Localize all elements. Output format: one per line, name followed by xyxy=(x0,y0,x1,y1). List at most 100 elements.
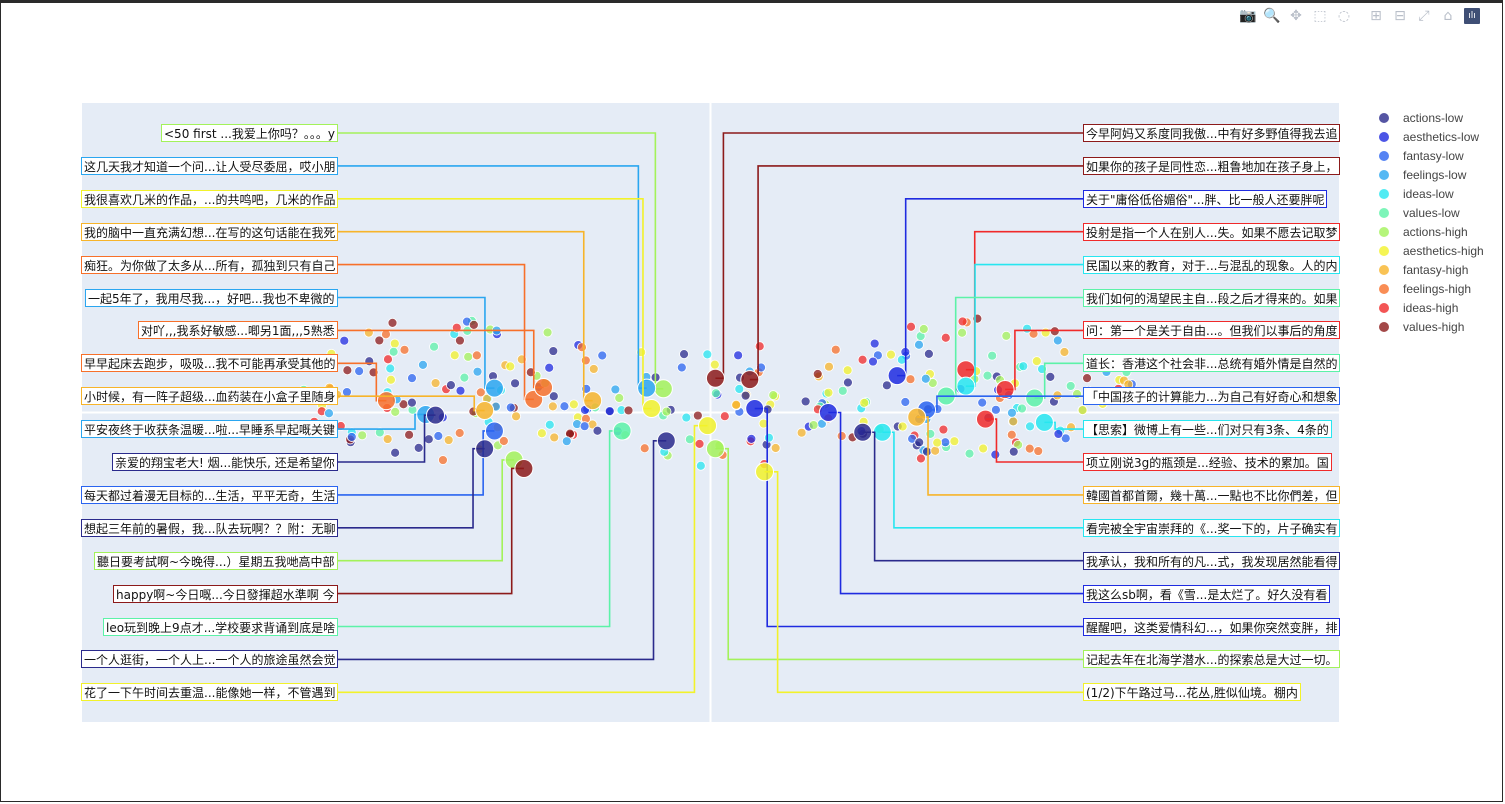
scatter-point xyxy=(423,434,434,445)
scatter-point xyxy=(957,316,968,327)
scatter-point xyxy=(957,327,967,338)
annotation-label-right-10: 项立刚说3g的瓶颈是...经验、技术的累加。国 xyxy=(1083,453,1332,471)
annotation-label-right-11: 韓國首都首爾，幾十萬...一點也不比你們差，但 xyxy=(1083,485,1341,504)
legend-marker-icon xyxy=(1379,302,1389,313)
zoom-icon[interactable]: 🔍 xyxy=(1263,8,1281,24)
scatter-point xyxy=(471,350,482,361)
scatter-point xyxy=(1072,389,1082,399)
scatter-point xyxy=(357,430,368,441)
annotated-point-right-6 xyxy=(995,379,1015,399)
scatter-point xyxy=(597,350,608,361)
scatter-point xyxy=(374,335,385,346)
annotated-point-right-11 xyxy=(907,407,927,427)
scatter-point xyxy=(463,351,474,362)
annotated-point-right-13 xyxy=(853,422,873,442)
scatter-point xyxy=(568,399,579,410)
scatter-point xyxy=(342,365,353,376)
annotation-label-left-0: <50 first ...我爱上你吗？。。。y xyxy=(161,124,338,142)
scatter-point xyxy=(455,335,465,346)
scatter-point xyxy=(694,439,705,449)
annotation-label-left-4: 痴狂。为你做了太多从...所有，孤独到只有自己 xyxy=(81,255,339,274)
scatter-point xyxy=(709,359,720,370)
annotated-point-right-2 xyxy=(887,366,907,386)
scatter-point xyxy=(754,341,765,352)
scatter-point xyxy=(1006,429,1017,440)
legend-item[interactable]: aesthetics-low xyxy=(1372,127,1484,146)
scatter-point xyxy=(681,412,692,423)
legend-marker-icon xyxy=(1379,264,1389,275)
scatter-point xyxy=(374,427,385,438)
zoom-out-icon[interactable]: ⊟ xyxy=(1394,8,1406,24)
legend-label: fantasy-high xyxy=(1403,262,1469,277)
annotation-label-left-14: happy啊~今日嘅...今日發揮超水準啊 今 xyxy=(113,584,338,603)
legend-item[interactable]: aesthetics-high xyxy=(1372,241,1484,260)
legend-item[interactable]: values-high xyxy=(1372,317,1484,336)
lasso-select-icon[interactable]: ◌ xyxy=(1337,8,1351,24)
annotation-label-left-9: 平安夜终于收获条温暖...啦...早睡系早起嘅关键 xyxy=(81,420,338,439)
scatter-point xyxy=(812,369,823,379)
legend-label: feelings-high xyxy=(1403,281,1472,296)
scatter-point xyxy=(824,361,834,372)
scatter-point xyxy=(1031,356,1042,367)
pan-icon[interactable]: ✥ xyxy=(1290,8,1302,24)
legend-item[interactable]: ideas-low xyxy=(1372,184,1484,203)
annotated-point-left-7 xyxy=(376,391,396,411)
scatter-point xyxy=(446,380,456,391)
annotated-point-left-11 xyxy=(484,421,504,441)
plotly-logo-icon[interactable]: ılı xyxy=(1464,8,1480,24)
annotated-point-left-17 xyxy=(698,416,718,436)
legend-item[interactable]: actions-high xyxy=(1372,222,1484,241)
annotated-point-right-17 xyxy=(755,462,775,482)
legend-marker-icon xyxy=(1379,245,1389,256)
scatter-point xyxy=(906,321,916,332)
scatter-point xyxy=(923,348,934,359)
legend-marker-icon xyxy=(1379,131,1389,142)
scatter-point xyxy=(547,401,558,412)
scatter-point xyxy=(505,361,516,372)
legend-item[interactable]: actions-low xyxy=(1372,108,1484,127)
annotation-label-right-8: 「中国孩子的计算能力...为自己有好奇心和想象 xyxy=(1083,387,1341,406)
scatter-point xyxy=(768,390,779,401)
autoscale-icon[interactable]: ⤢ xyxy=(1418,8,1430,24)
scatter-point xyxy=(1007,407,1017,418)
scatter-point xyxy=(614,393,625,403)
scatter-point xyxy=(390,447,401,458)
legend-item[interactable]: feelings-low xyxy=(1372,165,1484,184)
scatter-point xyxy=(1025,421,1035,432)
annotation-label-left-6: 对吖,,,我系好敏感...唧另1面,,,5熟悉 xyxy=(138,321,338,340)
scatter-point xyxy=(459,372,470,383)
scatter-point xyxy=(468,319,479,330)
scatter-point xyxy=(346,432,357,442)
legend-item[interactable]: fantasy-low xyxy=(1372,146,1484,165)
legend-item[interactable]: values-low xyxy=(1372,203,1484,222)
scatter-point xyxy=(511,411,521,422)
annotated-point-left-15 xyxy=(612,421,632,441)
scatter-point xyxy=(918,324,929,334)
legend-label: aesthetics-high xyxy=(1403,243,1484,258)
annotation-label-right-16: 记起去年在北海学潜水...的探索总是大过一切。 xyxy=(1083,650,1341,669)
reset-axes-icon[interactable]: ⌂ xyxy=(1443,8,1453,24)
box-select-icon[interactable]: ⬚ xyxy=(1313,8,1327,24)
scatter-point xyxy=(537,428,547,439)
scatter-point xyxy=(455,385,466,396)
scatter-point xyxy=(433,431,444,441)
scatter-point xyxy=(639,443,650,454)
modebar: 📷 🔍 ✥ ⬚ ◌ ⊞ ⊟ ⤢ ⌂ ılı xyxy=(1236,6,1480,26)
scatter-point xyxy=(1040,327,1051,338)
scatter-point xyxy=(385,363,396,374)
zoom-in-icon[interactable]: ⊞ xyxy=(1370,8,1382,24)
scatter-point xyxy=(548,346,559,356)
camera-icon[interactable]: 📷 xyxy=(1239,8,1257,24)
annotated-point-right-14 xyxy=(818,403,838,422)
scatter-point xyxy=(505,402,516,413)
scatter-point xyxy=(800,396,811,407)
scatter-point xyxy=(869,338,880,349)
scatter-point xyxy=(454,428,465,438)
scatter-point xyxy=(770,443,781,453)
legend-item[interactable]: feelings-high xyxy=(1372,279,1484,298)
annotation-label-right-14: 我这么sb啊，看《雪...是太烂了。好久没有看 xyxy=(1083,584,1331,603)
legend-item[interactable]: fantasy-high xyxy=(1372,260,1484,279)
scatter-point xyxy=(842,365,853,376)
legend-item[interactable]: ideas-high xyxy=(1372,298,1484,317)
scatter-point xyxy=(382,434,393,444)
